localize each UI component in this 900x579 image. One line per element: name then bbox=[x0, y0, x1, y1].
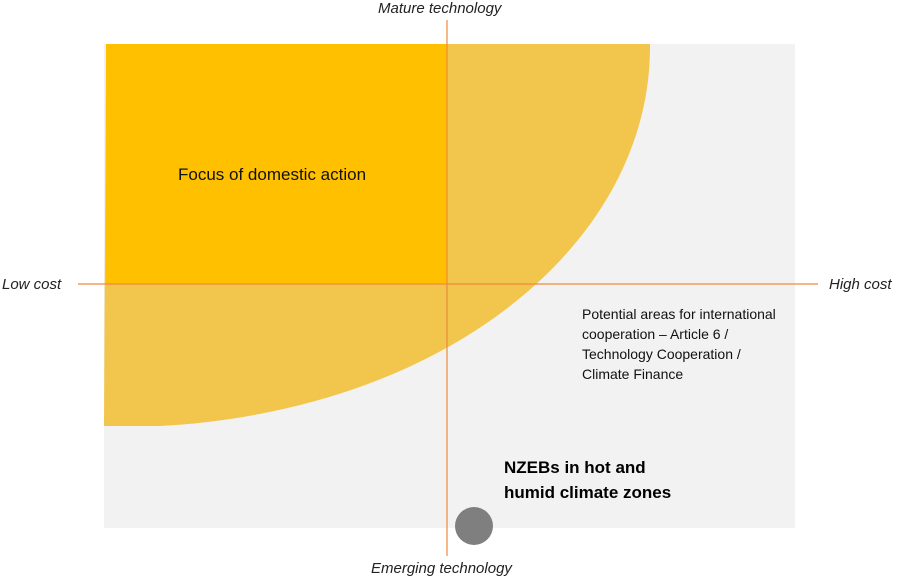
cooperation-label: Potential areas for international cooper… bbox=[582, 306, 776, 382]
domestic-focus-label: Focus of domestic action bbox=[178, 165, 367, 184]
axis-label-bottom: Emerging technology bbox=[371, 560, 512, 577]
nzeb-marker-icon bbox=[455, 507, 493, 545]
axis-label-left: Low cost bbox=[2, 276, 62, 293]
axis-label-right: High cost bbox=[829, 276, 892, 293]
nzeb-callout: NZEBs in hot and humid climate zones bbox=[504, 455, 671, 505]
domestic-focus-zone bbox=[106, 44, 447, 284]
nzeb-callout-line1: NZEBs in hot and bbox=[504, 458, 646, 477]
axis-label-top: Mature technology bbox=[378, 0, 502, 17]
nzeb-callout-line2: humid climate zones bbox=[504, 483, 672, 502]
